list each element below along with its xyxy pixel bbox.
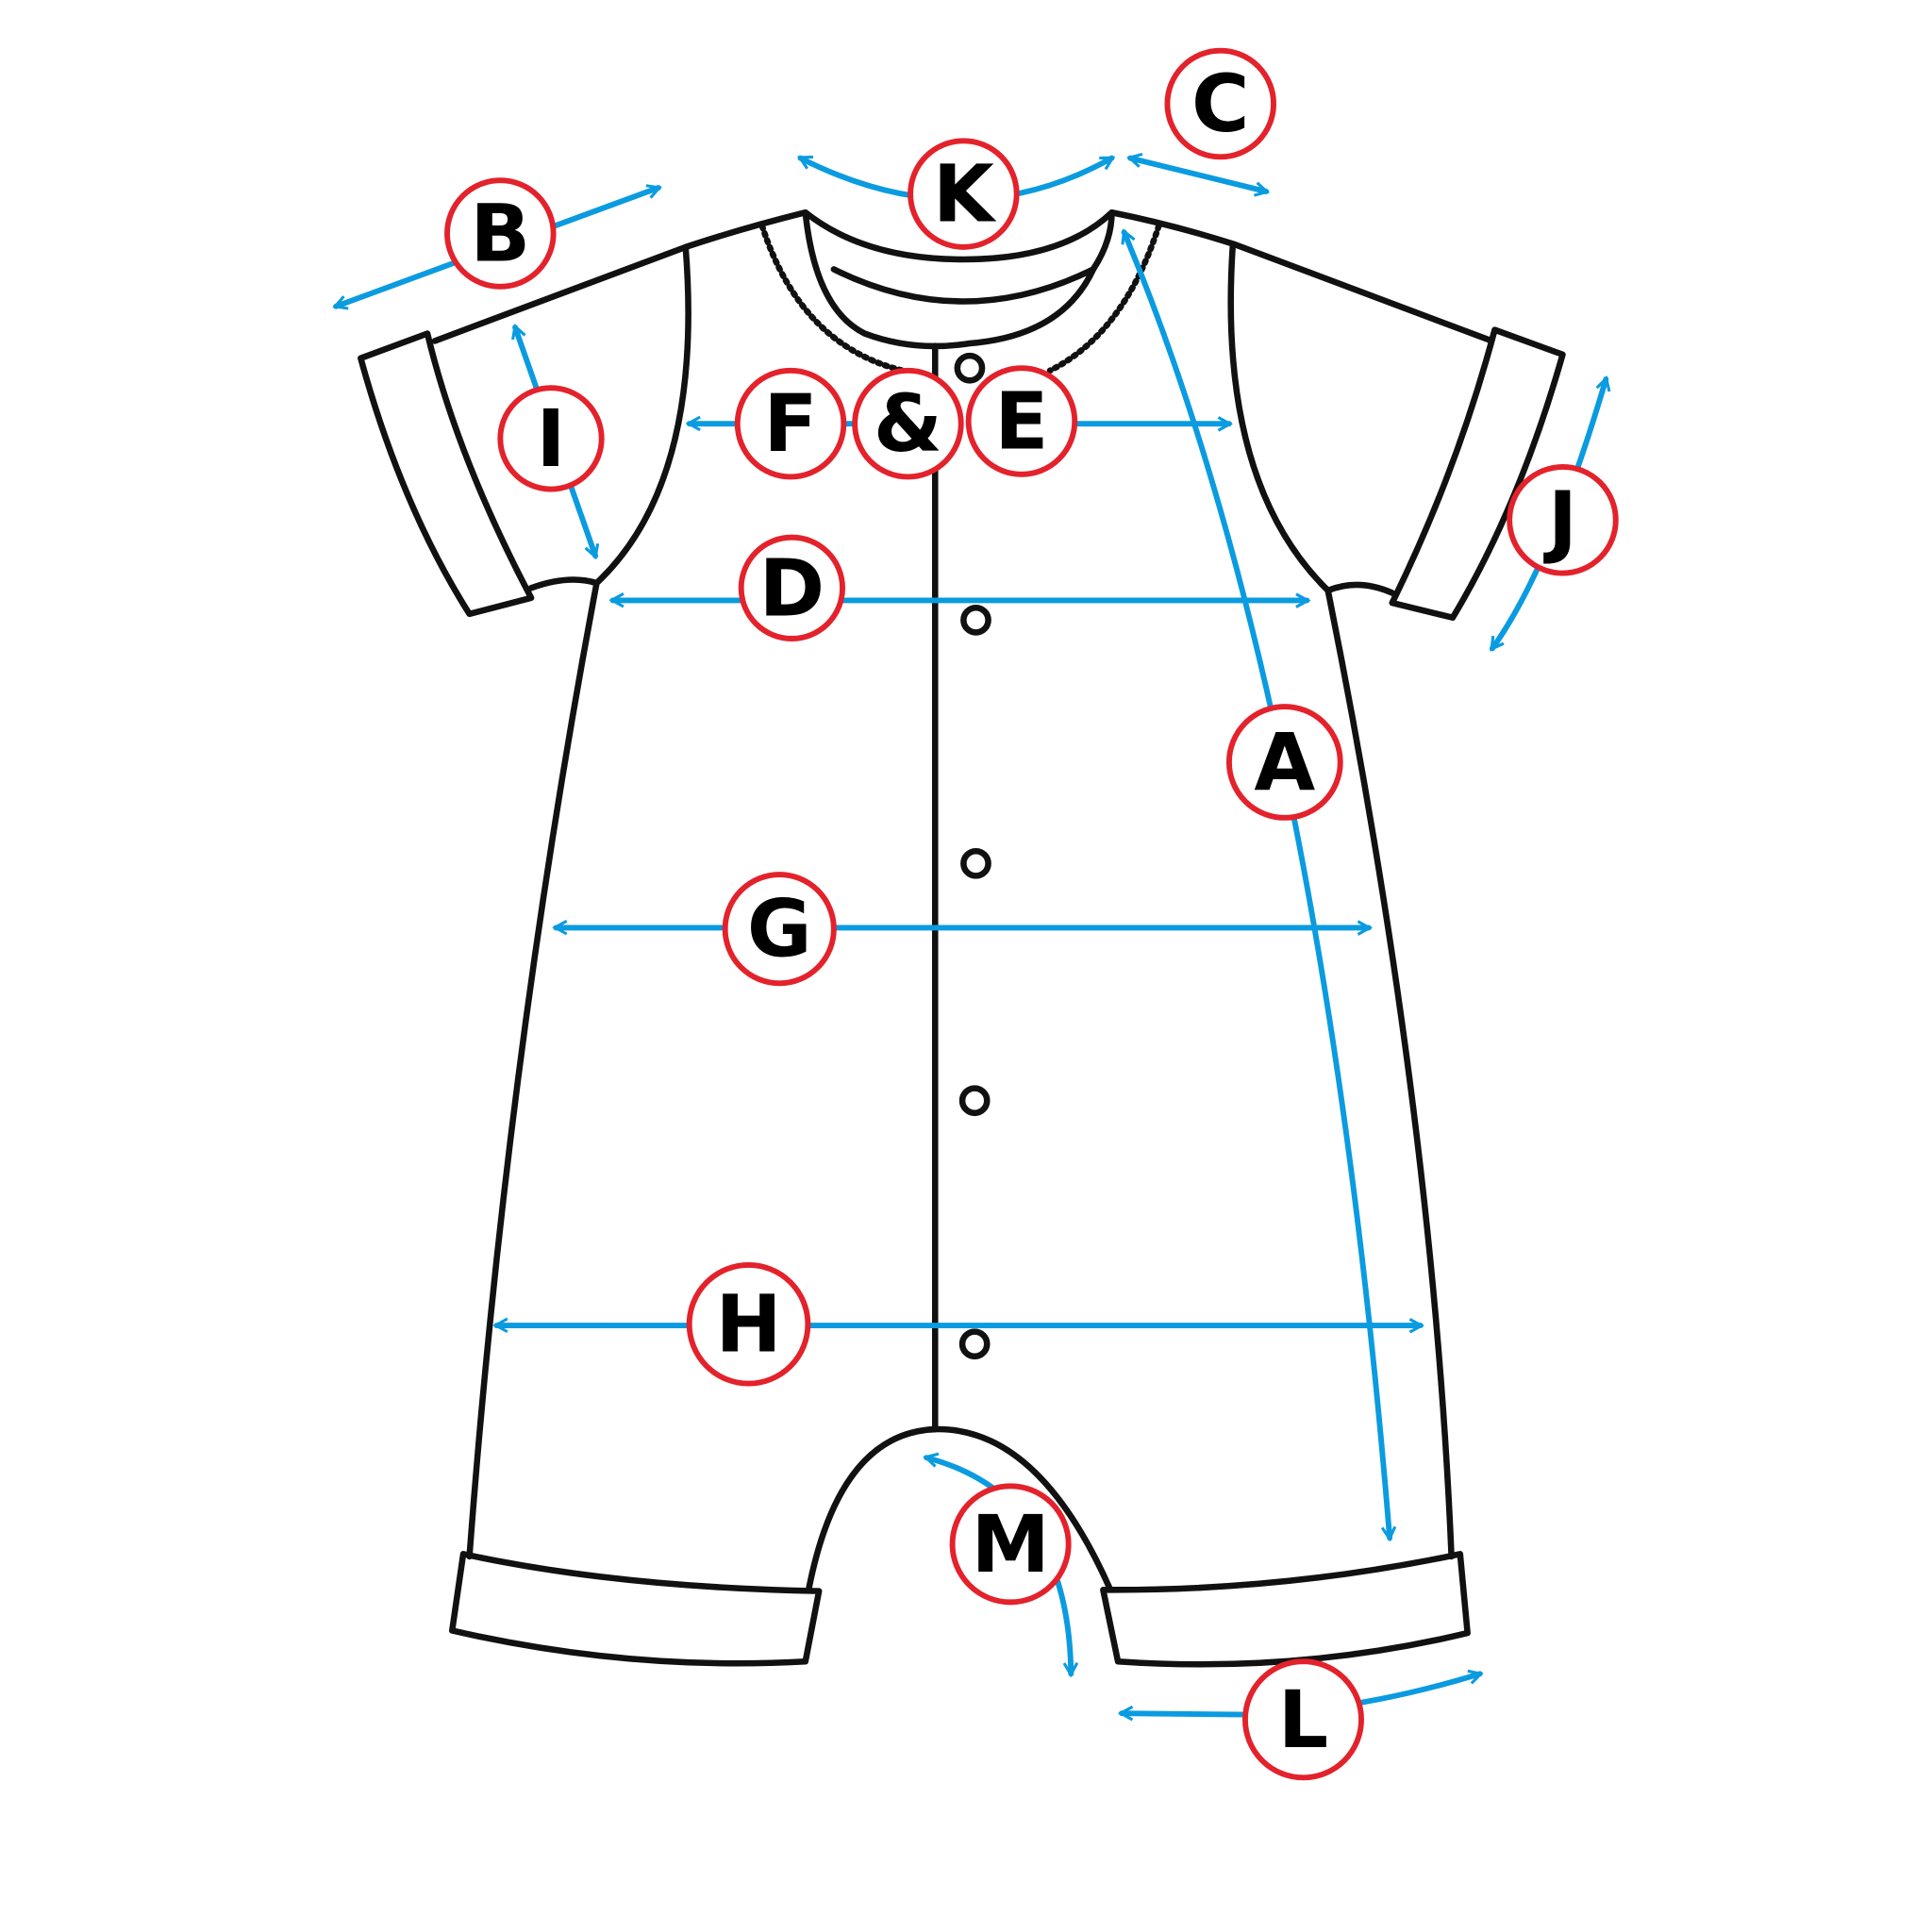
label-f: F <box>734 367 847 480</box>
button <box>960 847 991 879</box>
right-side-seam <box>1324 587 1455 1560</box>
label-ampersand: & <box>852 367 964 480</box>
label-c: C <box>1164 47 1277 160</box>
arrow-c-shoulder-seam <box>1126 152 1271 197</box>
collar-band <box>802 208 1115 350</box>
svg-text:K: K <box>933 148 997 241</box>
svg-text:C: C <box>1191 58 1250 150</box>
svg-text:L: L <box>1278 1674 1328 1766</box>
left-neck-seam <box>758 223 918 376</box>
label-b: B <box>444 177 557 290</box>
svg-text:D: D <box>759 541 825 634</box>
svg-text:&: & <box>874 377 942 470</box>
left-leg-cuff <box>448 1551 823 1667</box>
label-i: I <box>497 385 605 492</box>
svg-text:E: E <box>994 375 1048 468</box>
body-outline <box>431 208 1492 344</box>
label-m: M <box>949 1483 1072 1606</box>
left-side-seam <box>466 579 600 1560</box>
label-g: G <box>722 872 837 987</box>
label-h: H <box>686 1261 811 1387</box>
button <box>958 1328 991 1360</box>
svg-text:H: H <box>715 1278 781 1371</box>
romper-outline <box>358 208 1566 1668</box>
button <box>954 352 986 384</box>
right-leg-cuff <box>1100 1551 1471 1668</box>
left-sleeve <box>358 330 535 618</box>
label-a: A <box>1225 704 1343 821</box>
label-l: L <box>1241 1658 1364 1781</box>
label-j: J <box>1507 464 1619 576</box>
right-armhole <box>1324 581 1396 596</box>
label-k: K <box>908 138 1020 250</box>
svg-text:I: I <box>536 392 565 485</box>
label-e: E <box>965 365 1078 477</box>
svg-text:G: G <box>747 883 812 975</box>
button <box>960 604 991 636</box>
button <box>958 1085 991 1117</box>
left-armhole <box>527 576 600 591</box>
label-d: D <box>738 534 846 641</box>
arrow-a-length <box>1121 228 1397 1542</box>
collar-inner <box>830 266 1097 305</box>
svg-text:A: A <box>1254 716 1315 808</box>
left-raglan-seam <box>593 243 691 587</box>
right-raglan-seam <box>1227 242 1331 594</box>
measurement-labels: B C K I F & E D A J G H M L <box>444 47 1619 1781</box>
svg-text:M: M <box>971 1498 1049 1591</box>
svg-text:B: B <box>470 187 530 279</box>
svg-text:J: J <box>1543 474 1577 566</box>
svg-text:F: F <box>763 377 817 470</box>
